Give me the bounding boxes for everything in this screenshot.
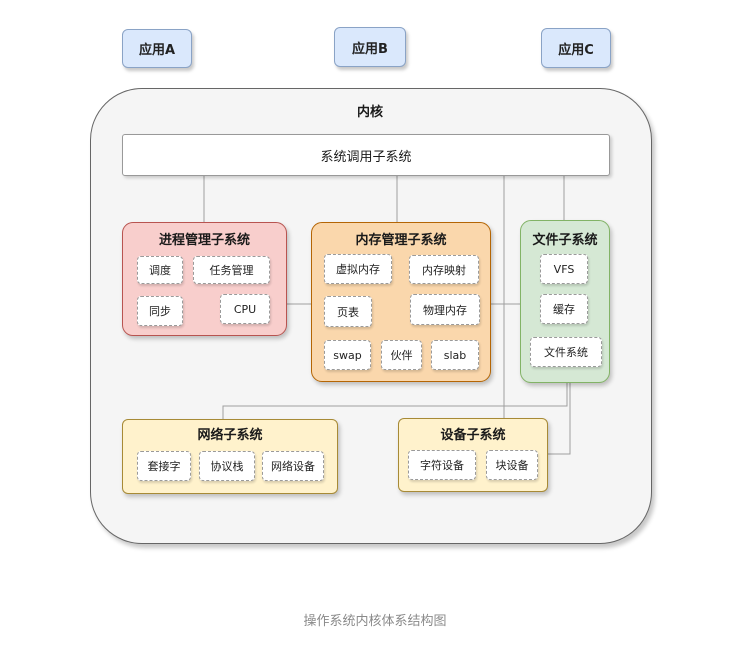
file-title: 文件子系统 <box>532 232 598 248</box>
file-item-cache: 缓存 <box>540 294 588 324</box>
app-a-box: 应用A <box>122 29 192 68</box>
memory-item-page-table: 页表 <box>324 296 372 327</box>
process-item-schedule: 调度 <box>137 256 183 284</box>
device-item-char: 字符设备 <box>408 450 476 480</box>
memory-item-mapping: 内存映射 <box>409 255 479 284</box>
device-title: 设备子系统 <box>440 427 506 443</box>
app-c-box: 应用C <box>541 28 611 68</box>
process-title: 进程管理子系统 <box>158 232 250 248</box>
app-b-label: 应用B <box>352 41 388 57</box>
kernel-title: 内核 <box>356 104 383 120</box>
network-item-socket: 套接字 <box>137 451 191 481</box>
device-item-block: 块设备 <box>486 450 538 480</box>
file-item-filesystem: 文件系统 <box>530 337 602 367</box>
memory-item-virtual: 虚拟内存 <box>324 254 392 284</box>
memory-item-physical: 物理内存 <box>410 294 480 325</box>
file-item-vfs: VFS <box>540 254 588 284</box>
network-title: 网络子系统 <box>197 427 263 443</box>
memory-item-swap: swap <box>324 340 371 370</box>
memory-item-slab: slab <box>431 340 479 370</box>
process-item-task-management: 任务管理 <box>193 256 270 284</box>
syscall-subsystem: 系统调用子系统 <box>122 134 610 176</box>
syscall-label: 系统调用子系统 <box>320 149 412 165</box>
process-item-cpu: CPU <box>220 294 270 324</box>
network-item-protocol-stack: 协议栈 <box>199 451 255 481</box>
diagram-caption: 操作系统内核体系结构图 <box>303 613 447 629</box>
memory-item-buddy: 伙伴 <box>381 340 422 370</box>
app-a-label: 应用A <box>138 43 176 58</box>
app-c-label: 应用C <box>558 42 594 58</box>
app-b-box: 应用B <box>334 27 406 67</box>
memory-title: 内存管理子系统 <box>355 232 447 248</box>
network-item-device: 网络设备 <box>262 451 324 481</box>
process-item-sync: 同步 <box>137 296 183 326</box>
